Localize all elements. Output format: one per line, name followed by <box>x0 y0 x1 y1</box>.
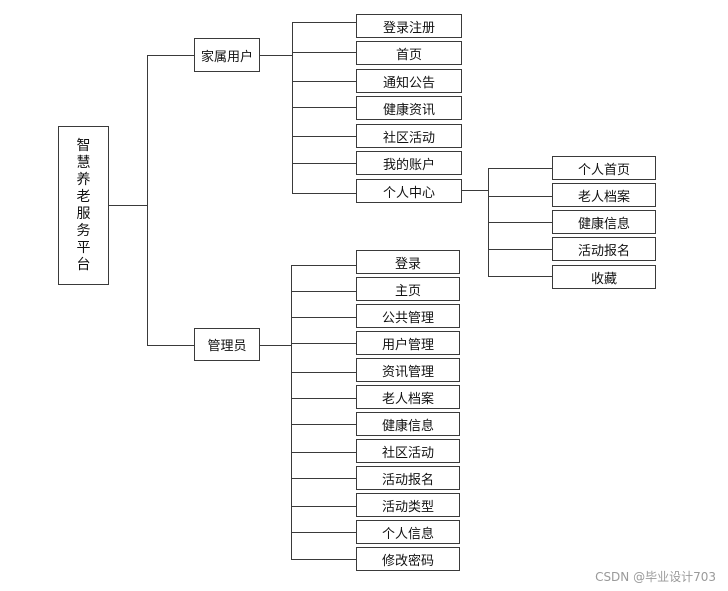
root-label-char: 务 <box>76 222 91 239</box>
connector <box>292 22 293 194</box>
connector <box>488 249 552 250</box>
connector <box>292 22 356 23</box>
root-label-char: 平 <box>76 239 91 256</box>
connector <box>292 193 356 194</box>
root-node: 智慧养老服务平台 <box>58 126 109 285</box>
node-admin-change-password: 修改密码 <box>356 547 460 571</box>
connector <box>260 55 292 56</box>
watermark: CSDN @毕业设计703 <box>595 570 716 584</box>
node-admin-main: 主页 <box>356 277 460 301</box>
node-admin: 管理员 <box>194 328 260 361</box>
node-family-notice: 通知公告 <box>356 69 462 93</box>
connector <box>291 424 356 425</box>
connector <box>291 452 356 453</box>
node-admin-activity-type: 活动类型 <box>356 493 460 517</box>
node-family-my-account: 我的账户 <box>356 151 462 175</box>
root-label-char: 老 <box>76 188 91 205</box>
node-admin-health-info: 健康信息 <box>356 412 460 436</box>
root-label-char: 服 <box>76 205 91 222</box>
connector <box>291 291 356 292</box>
connector <box>292 136 356 137</box>
connector <box>292 163 356 164</box>
node-admin-user-mgmt: 用户管理 <box>356 331 460 355</box>
root-label-char: 慧 <box>76 154 91 171</box>
connector <box>488 168 552 169</box>
connector <box>291 478 356 479</box>
connector <box>291 559 356 560</box>
connector <box>291 398 356 399</box>
node-admin-community-activity: 社区活动 <box>356 439 460 463</box>
connector <box>291 317 356 318</box>
node-admin-login: 登录 <box>356 250 460 274</box>
node-family-user: 家属用户 <box>194 38 260 72</box>
connector <box>291 265 292 560</box>
node-pc-activity-signup: 活动报名 <box>552 237 656 261</box>
connector <box>147 55 148 346</box>
connector <box>291 265 356 266</box>
root-label-char: 养 <box>76 171 91 188</box>
node-admin-elder-profile: 老人档案 <box>356 385 460 409</box>
connector <box>260 345 291 346</box>
node-family-login-register: 登录注册 <box>356 14 462 38</box>
connector <box>292 81 356 82</box>
connector <box>488 196 552 197</box>
connector <box>147 55 194 56</box>
node-pc-personal-home: 个人首页 <box>552 156 656 180</box>
connector <box>291 506 356 507</box>
connector <box>291 343 356 344</box>
root-label-char: 智 <box>76 137 91 154</box>
node-admin-activity-signup: 活动报名 <box>356 466 460 490</box>
node-admin-news-mgmt: 资讯管理 <box>356 358 460 382</box>
root-label-char: 台 <box>76 256 91 273</box>
node-family-community-activity: 社区活动 <box>356 124 462 148</box>
connector <box>462 190 488 191</box>
connector <box>109 205 147 206</box>
node-family-health-news: 健康资讯 <box>356 96 462 120</box>
connector <box>291 372 356 373</box>
node-family-home: 首页 <box>356 41 462 65</box>
connector <box>292 52 356 53</box>
connector <box>147 345 194 346</box>
connector <box>488 276 552 277</box>
node-pc-favorites: 收藏 <box>552 265 656 289</box>
node-pc-health-info: 健康信息 <box>552 210 656 234</box>
connector <box>488 222 552 223</box>
connector <box>291 532 356 533</box>
connector <box>292 107 356 108</box>
node-pc-elder-profile: 老人档案 <box>552 183 656 207</box>
node-admin-personal-info: 个人信息 <box>356 520 460 544</box>
node-family-personal-center: 个人中心 <box>356 179 462 203</box>
node-admin-public-mgmt: 公共管理 <box>356 304 460 328</box>
